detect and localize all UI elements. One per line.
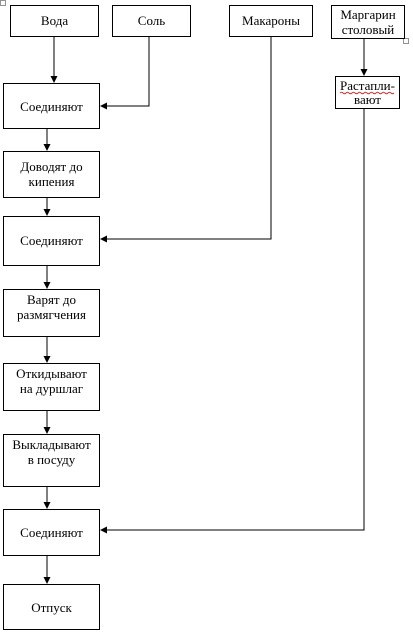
node-soed3[interactable]: Соединяют — [3, 509, 100, 556]
node-sol-label: Соль — [138, 13, 165, 28]
node-rastaplivayut-line2: вают — [354, 92, 381, 107]
node-rastaplivayut[interactable]: Растапли- вают — [335, 76, 400, 109]
node-makarony-label: Макароны — [242, 13, 300, 28]
edge-otkidyvayut-to-vykladyvayut — [43, 410, 51, 434]
node-varyat-line1: Варят до — [27, 292, 76, 307]
node-dovodyat[interactable]: Доводят до кипения — [3, 151, 100, 198]
edge-sol-to-soed1 — [100, 37, 150, 110]
node-voda[interactable]: Вода — [10, 5, 99, 37]
node-margarin-line2: столовый — [342, 22, 394, 37]
node-varyat[interactable]: Варят до размягчения — [3, 289, 100, 337]
edge-voda-to-soed1 — [50, 37, 58, 83]
node-soed2-label: Соединяют — [20, 233, 83, 248]
node-otpusk-label: Отпуск — [31, 600, 72, 615]
flowchart-edges — [43, 37, 368, 584]
node-otpusk[interactable]: Отпуск — [3, 584, 100, 630]
node-otkidyvayut-line1: Откидывают — [16, 366, 87, 381]
resize-handle-mid-right[interactable] — [403, 38, 409, 44]
edge-makarony-to-soed2 — [100, 37, 272, 243]
resize-handle-top-left[interactable] — [0, 0, 6, 6]
edge-varyat-to-otkidyvayut — [43, 336, 51, 363]
node-soed1[interactable]: Соединяют — [3, 83, 100, 129]
node-margarin-line1: Маргарин — [340, 7, 395, 22]
node-otkidyvayut[interactable]: Откидывают на дуршлаг — [3, 363, 100, 411]
node-dovodyat-line1: Доводят до — [20, 159, 82, 174]
node-soed2[interactable]: Соединяют — [3, 216, 100, 266]
node-dovodyat-line2: кипения — [29, 174, 75, 189]
node-vykladyvayut-line1: Выкладывают — [12, 437, 91, 452]
node-otkidyvayut-line2: на дуршлаг — [20, 381, 83, 396]
node-soed1-label: Соединяют — [20, 99, 83, 114]
edge-dovodyat-to-soed2 — [43, 197, 51, 216]
edge-vykladyvayut-to-soed3 — [43, 486, 51, 509]
edge-soed2-to-varyat — [43, 266, 51, 289]
node-makarony[interactable]: Макароны — [229, 5, 313, 37]
edge-margarin-to-rastaplivayut — [360, 38, 368, 76]
node-voda-label: Вода — [41, 13, 68, 28]
edge-soed1-to-dovodyat — [43, 128, 51, 151]
node-vykladyvayut[interactable]: Выкладывают в посуду — [3, 434, 100, 487]
node-margarin[interactable]: Маргарин столовый — [331, 5, 405, 39]
node-soed3-label: Соединяют — [20, 525, 83, 540]
node-sol[interactable]: Соль — [112, 5, 191, 37]
edge-soed3-to-otpusk — [43, 555, 51, 584]
flowchart-nodes: Вода Соль Макароны Маргарин столовый Сое… — [3, 5, 405, 630]
spellcheck-underline — [339, 91, 395, 95]
node-rastaplivayut-line1: Растапли- — [340, 78, 395, 93]
node-vykladyvayut-line2: в посуду — [28, 452, 76, 467]
node-varyat-line2: размягчения — [17, 307, 86, 322]
edge-rastaplivayut-to-soed3 — [100, 108, 365, 534]
